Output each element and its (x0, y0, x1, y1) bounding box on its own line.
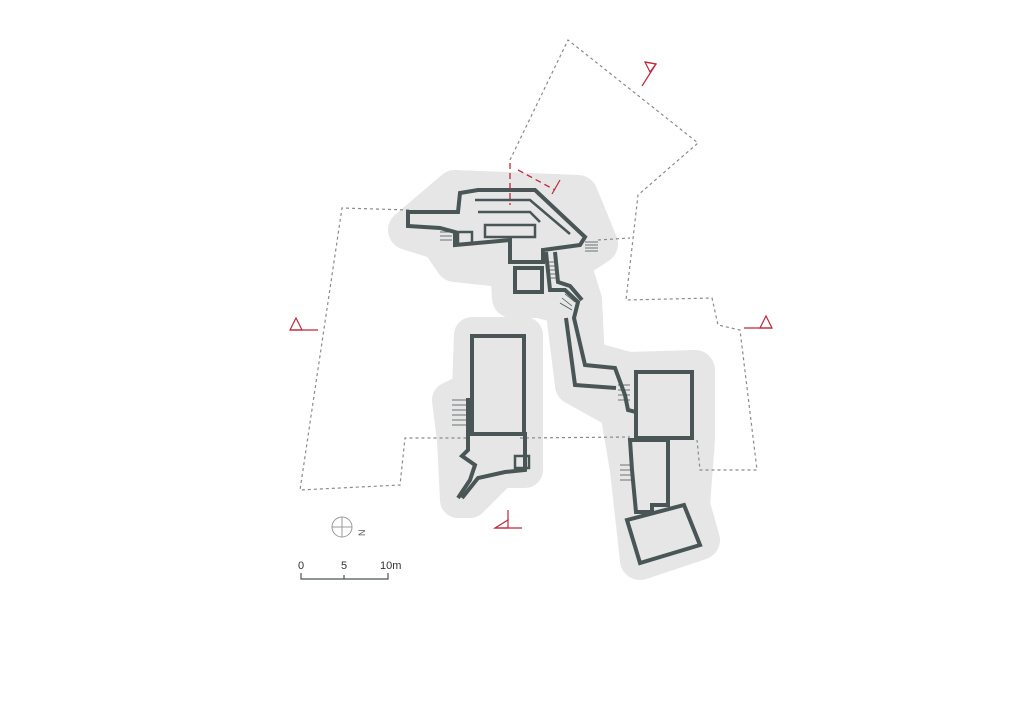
east-building (624, 370, 703, 566)
scale-label-5: 5 (341, 560, 347, 572)
section-marker-icon (641, 61, 658, 87)
north-building (406, 188, 588, 294)
section-marker-icon (492, 510, 522, 529)
section-cut-line (509, 163, 561, 205)
scale-label-0: 0 (298, 560, 304, 572)
section-marker-icon (289, 316, 318, 331)
section-marker-icon (744, 314, 773, 329)
north-arrow-icon: N (331, 516, 367, 538)
north-arrow-label: N (357, 530, 367, 537)
scale-bar: 0 5 10m (298, 560, 401, 580)
stairs (440, 231, 632, 481)
site-boundary (299, 39, 758, 491)
west-building (456, 334, 531, 500)
scale-label-10m: 10m (380, 560, 401, 572)
corridor (544, 251, 637, 414)
